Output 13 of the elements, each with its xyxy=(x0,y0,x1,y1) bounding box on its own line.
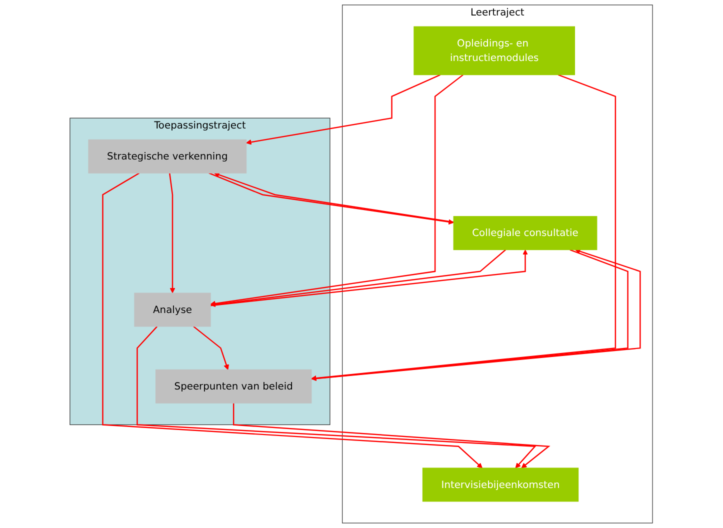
node-box: Collegiale consultatie xyxy=(454,216,598,250)
arrow xyxy=(169,173,176,294)
arrow xyxy=(246,74,441,145)
arrow xyxy=(102,172,483,468)
node-box: Strategische verkenning xyxy=(88,139,247,174)
arrow xyxy=(193,326,230,370)
node-box: Opleidings- en instructiemodules xyxy=(414,26,576,76)
arrow xyxy=(233,403,551,468)
arrow xyxy=(136,326,537,468)
arrow xyxy=(210,74,464,306)
node-box: Speerpunten van beleid xyxy=(156,369,312,404)
node-box: Analyse xyxy=(134,292,212,327)
node-box: Intervisiebijeenkomsten xyxy=(422,468,579,502)
